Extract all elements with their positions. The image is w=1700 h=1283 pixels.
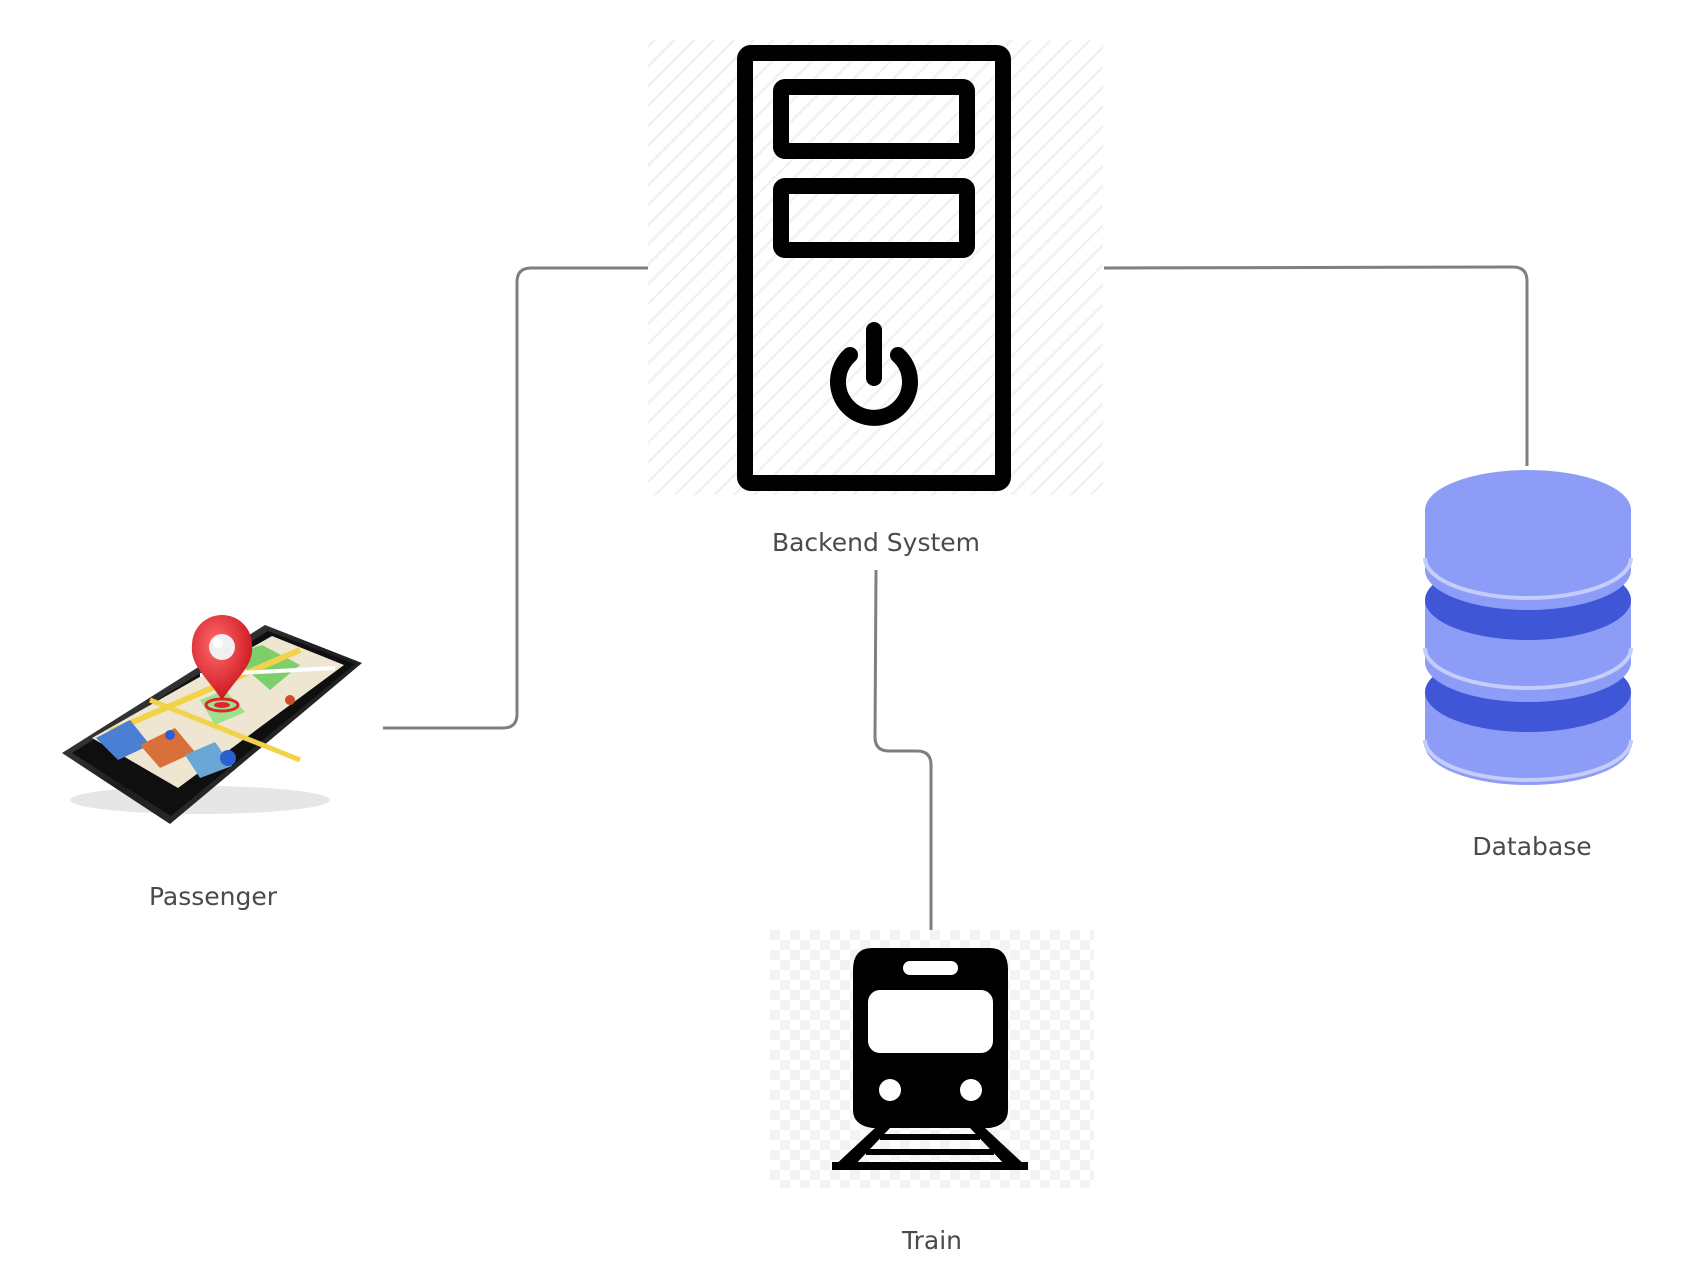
server-icon-background [648, 40, 1103, 495]
passenger-node[interactable] [62, 615, 362, 824]
train-label: Train [902, 1226, 962, 1255]
database-label: Database [1472, 832, 1592, 861]
backend-system-label: Backend System [771, 528, 981, 557]
train-icon [832, 948, 1028, 1170]
connector-backend-database[interactable] [1103, 265, 1529, 466]
backend-node[interactable] [648, 40, 1103, 495]
connectors [383, 265, 1529, 930]
passenger-label: Passenger [148, 882, 278, 911]
smartphone-map-icon [62, 615, 362, 824]
server-icon [737, 45, 1011, 491]
connector-backend-train[interactable] [873, 569, 933, 930]
database-icon [1423, 470, 1633, 785]
connector-backend-passenger[interactable] [383, 266, 652, 730]
train-node[interactable] [770, 930, 1094, 1188]
database-node[interactable] [1423, 470, 1633, 785]
